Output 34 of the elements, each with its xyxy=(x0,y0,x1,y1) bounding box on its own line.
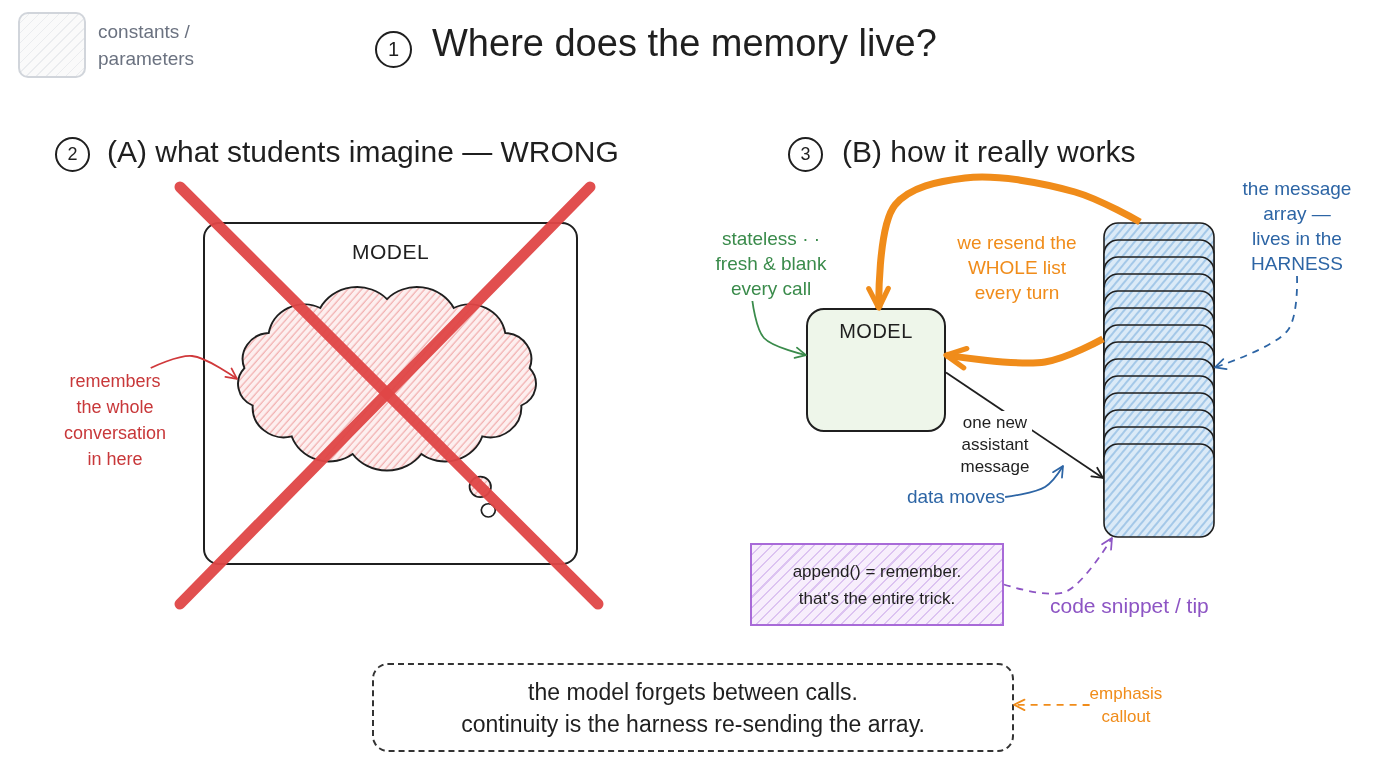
section-heading: (A) what students imagine — WRONG xyxy=(107,134,619,170)
dashed-arrow xyxy=(1013,698,1091,711)
curved-arrow xyxy=(866,173,1142,311)
annotation-text: remembers the whole conversation in here xyxy=(63,368,167,472)
page-title: Where does the memory live? xyxy=(432,22,937,65)
note-text: that's the entire trick. xyxy=(798,587,956,610)
box-title: MODEL xyxy=(839,320,913,343)
arrow xyxy=(1004,465,1064,498)
box-title: MODEL xyxy=(351,240,430,264)
annotation-text: data moves xyxy=(906,485,1006,509)
arrow xyxy=(149,355,238,380)
circled-number: 2 xyxy=(55,137,90,172)
message-stack xyxy=(1103,222,1215,538)
curved-arrow xyxy=(943,335,1105,371)
note-text: append() = remember. xyxy=(792,560,962,583)
annotation-text: we resend the WHOLE list every turn xyxy=(956,231,1078,305)
section-heading: (B) how it really works xyxy=(842,134,1136,170)
dashed-arrow xyxy=(1214,275,1298,370)
thought-cloud xyxy=(237,286,537,518)
note-text: continuity is the harness re-sending the array. xyxy=(461,709,925,739)
callout-box xyxy=(372,663,1014,752)
annotation-text: stateless · · fresh & blank every call xyxy=(709,226,833,301)
annotation-text: code snippet / tip xyxy=(1050,593,1209,619)
circled-number: 1 xyxy=(375,31,412,68)
note-text: the model forgets between calls. xyxy=(528,677,858,707)
tip-box xyxy=(750,543,1004,626)
arrow xyxy=(751,300,807,359)
circled-number: 3 xyxy=(788,137,823,172)
annotation-text: emphasis callout xyxy=(1089,682,1163,728)
model-box xyxy=(203,222,578,565)
legend-label: constants / parameters xyxy=(98,20,195,71)
annotation-text: the message array — lives in the HARNESS xyxy=(1242,176,1352,276)
model-box xyxy=(806,308,946,432)
dashed-arrow xyxy=(1003,537,1113,595)
